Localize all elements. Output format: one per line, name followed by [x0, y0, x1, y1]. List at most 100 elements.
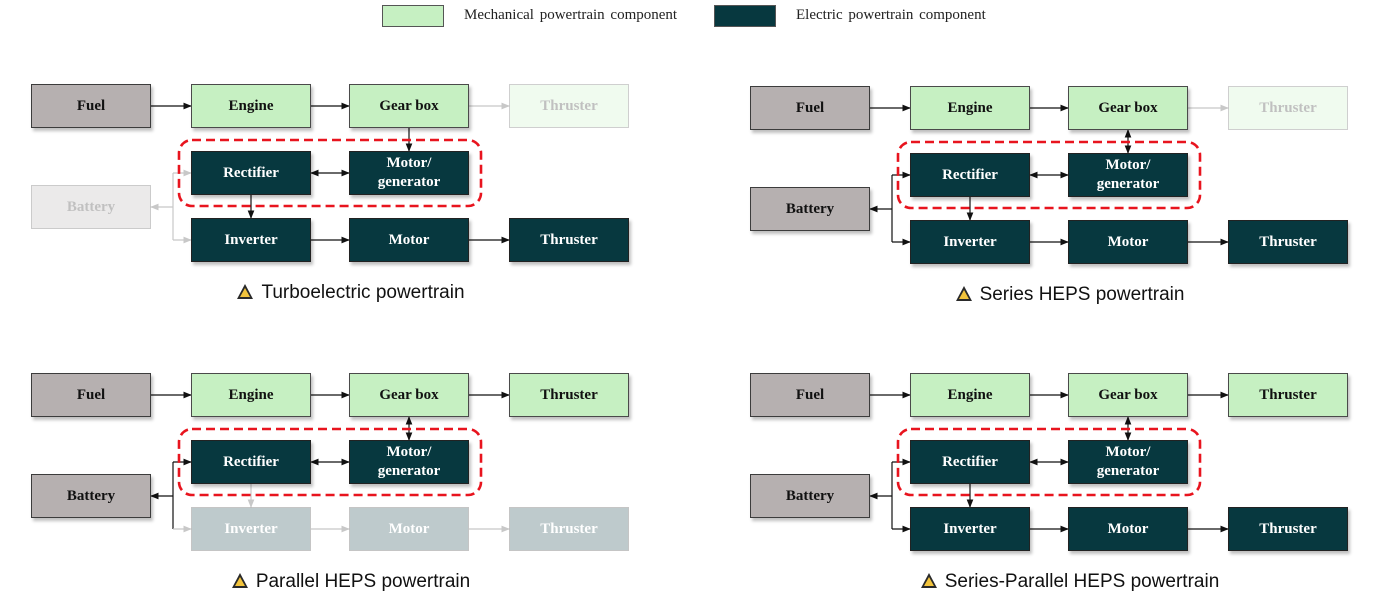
- mechanical-thruster-box: Thruster: [509, 373, 629, 417]
- engine-box: Engine: [191, 373, 311, 417]
- motor-generator-box: Motor/ generator: [349, 440, 469, 484]
- fuel-label: Fuel: [76, 97, 106, 114]
- panel-caption-text: Series HEPS powertrain: [979, 284, 1185, 305]
- battery-label: Battery: [66, 198, 116, 215]
- fuel-box: Fuel: [31, 373, 151, 417]
- inverter-label: Inverter: [224, 520, 278, 537]
- engine-label: Engine: [947, 99, 993, 116]
- battery-box: Battery: [750, 187, 870, 231]
- motor-generator-label: Motor/ generator: [377, 444, 441, 479]
- mechanical-thruster-label: Thruster: [540, 386, 598, 403]
- motor-generator-label: Motor/ generator: [377, 155, 441, 190]
- electric-thruster-label: Thruster: [540, 520, 598, 537]
- rectifier-motor-generator-group-outline: [896, 140, 1202, 210]
- battery-box: Battery: [31, 474, 151, 518]
- gearbox-label: Gear box: [1098, 99, 1158, 116]
- connection-lines: [869, 391, 1229, 533]
- rectifier-box: Rectifier: [910, 153, 1030, 197]
- rectifier-box: Rectifier: [910, 440, 1030, 484]
- motor-box: Motor: [1068, 507, 1188, 551]
- connection-lines: [869, 104, 1229, 246]
- fuel-label: Fuel: [795, 99, 825, 116]
- motor-generator-label: Motor/ generator: [1096, 157, 1160, 192]
- rectifier-label: Rectifier: [942, 453, 998, 470]
- motor-label: Motor: [1107, 520, 1149, 537]
- motor-label: Motor: [388, 520, 430, 537]
- battery-box: Battery: [31, 185, 151, 229]
- electric-thruster-label: Thruster: [1259, 520, 1317, 537]
- mechanical-thruster-label: Thruster: [1259, 99, 1317, 116]
- inverter-box: Inverter: [910, 220, 1030, 264]
- inverter-label: Inverter: [943, 233, 997, 250]
- inverter-box: Inverter: [191, 218, 311, 262]
- electric-thruster-box: Thruster: [509, 218, 629, 262]
- gearbox-box: Gear box: [349, 373, 469, 417]
- legend-swatch-electric: [714, 5, 776, 27]
- motor-generator-label: Motor/ generator: [1096, 444, 1160, 479]
- motor-label: Motor: [1107, 233, 1149, 250]
- legend-swatch-mechanical: [382, 5, 444, 27]
- motor-generator-box: Motor/ generator: [1068, 440, 1188, 484]
- connection-lines: [150, 391, 510, 533]
- fuel-box: Fuel: [31, 84, 151, 128]
- electric-thruster-label: Thruster: [540, 231, 598, 248]
- mechanical-thruster-box: Thruster: [1228, 86, 1348, 130]
- mechanical-thruster-box: Thruster: [1228, 373, 1348, 417]
- rectifier-label: Rectifier: [942, 166, 998, 183]
- warning-triangle-icon: [920, 573, 937, 588]
- gearbox-label: Gear box: [1098, 386, 1158, 403]
- engine-label: Engine: [228, 386, 274, 403]
- battery-label: Battery: [785, 487, 835, 504]
- fuel-box: Fuel: [750, 373, 870, 417]
- electric-thruster-label: Thruster: [1259, 233, 1317, 250]
- gearbox-box: Gear box: [349, 84, 469, 128]
- gearbox-label: Gear box: [379, 386, 439, 403]
- motor-box: Motor: [349, 507, 469, 551]
- mechanical-thruster-label: Thruster: [1259, 386, 1317, 403]
- panel-caption: Series HEPS powertrain: [750, 284, 1379, 306]
- engine-box: Engine: [191, 84, 311, 128]
- legend-label-mechanical: Mechanical powertrain component: [464, 7, 678, 23]
- warning-triangle-icon: [237, 284, 254, 299]
- panel-caption-text: Turboelectric powertrain: [261, 282, 465, 303]
- rectifier-motor-generator-group-outline: [177, 138, 483, 208]
- motor-label: Motor: [388, 231, 430, 248]
- motor-box: Motor: [1068, 220, 1188, 264]
- gearbox-label: Gear box: [379, 97, 439, 114]
- legend-label-electric: Electric powertrain component: [796, 7, 986, 23]
- fuel-label: Fuel: [76, 386, 106, 403]
- rectifier-box: Rectifier: [191, 151, 311, 195]
- gearbox-box: Gear box: [1068, 86, 1188, 130]
- rectifier-motor-generator-group-outline: [177, 427, 483, 497]
- electric-thruster-box: Thruster: [509, 507, 629, 551]
- rectifier-motor-generator-group-outline: [896, 427, 1202, 497]
- warning-triangle-icon: [955, 286, 972, 301]
- panel-caption: Parallel HEPS powertrain: [31, 571, 671, 593]
- battery-box: Battery: [750, 474, 870, 518]
- rectifier-label: Rectifier: [223, 453, 279, 470]
- warning-triangle-icon: [231, 573, 248, 588]
- panel-caption: Series-Parallel HEPS powertrain: [750, 571, 1379, 593]
- engine-label: Engine: [947, 386, 993, 403]
- battery-label: Battery: [66, 487, 116, 504]
- panel-caption-text: Parallel HEPS powertrain: [255, 571, 471, 592]
- inverter-label: Inverter: [224, 231, 278, 248]
- rectifier-box: Rectifier: [191, 440, 311, 484]
- fuel-box: Fuel: [750, 86, 870, 130]
- inverter-label: Inverter: [943, 520, 997, 537]
- connection-lines: [150, 102, 510, 244]
- motor-generator-box: Motor/ generator: [1068, 153, 1188, 197]
- inverter-box: Inverter: [191, 507, 311, 551]
- fuel-label: Fuel: [795, 386, 825, 403]
- mechanical-thruster-label: Thruster: [540, 97, 598, 114]
- panel-caption: Turboelectric powertrain: [31, 282, 671, 304]
- battery-label: Battery: [785, 200, 835, 217]
- engine-box: Engine: [910, 86, 1030, 130]
- engine-box: Engine: [910, 373, 1030, 417]
- mechanical-thruster-box: Thruster: [509, 84, 629, 128]
- electric-thruster-box: Thruster: [1228, 220, 1348, 264]
